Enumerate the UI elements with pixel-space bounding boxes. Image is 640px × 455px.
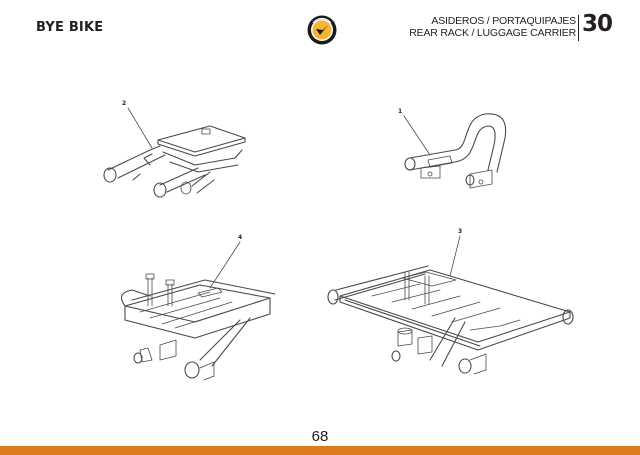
callout-leaders (127, 107, 461, 289)
title-divider (578, 15, 579, 41)
title-spanish: ASIDEROS / PORTAQUIPAJES (431, 15, 576, 27)
callout-1: 1 (398, 108, 403, 115)
page-title: ASIDEROS / PORTAQUIPAJES REAR RACK / LUG… (409, 15, 576, 39)
callout-3: 3 (458, 228, 463, 235)
bye-bike-logo-icon (307, 15, 337, 45)
callout-2: 2 (122, 100, 127, 107)
part-3-drawing (327, 265, 574, 375)
section-number: 30 (582, 11, 613, 37)
title-english: REAR RACK / LUGGAGE CARRIER (409, 27, 576, 39)
part-4-drawing (120, 273, 276, 381)
page-number: 68 (311, 428, 329, 445)
footer-bar (0, 446, 640, 455)
part-1-drawing (404, 113, 507, 189)
part-2-drawing (103, 125, 246, 198)
callout-4: 4 (238, 234, 243, 241)
brand-name: BYE BIKE (36, 20, 104, 35)
